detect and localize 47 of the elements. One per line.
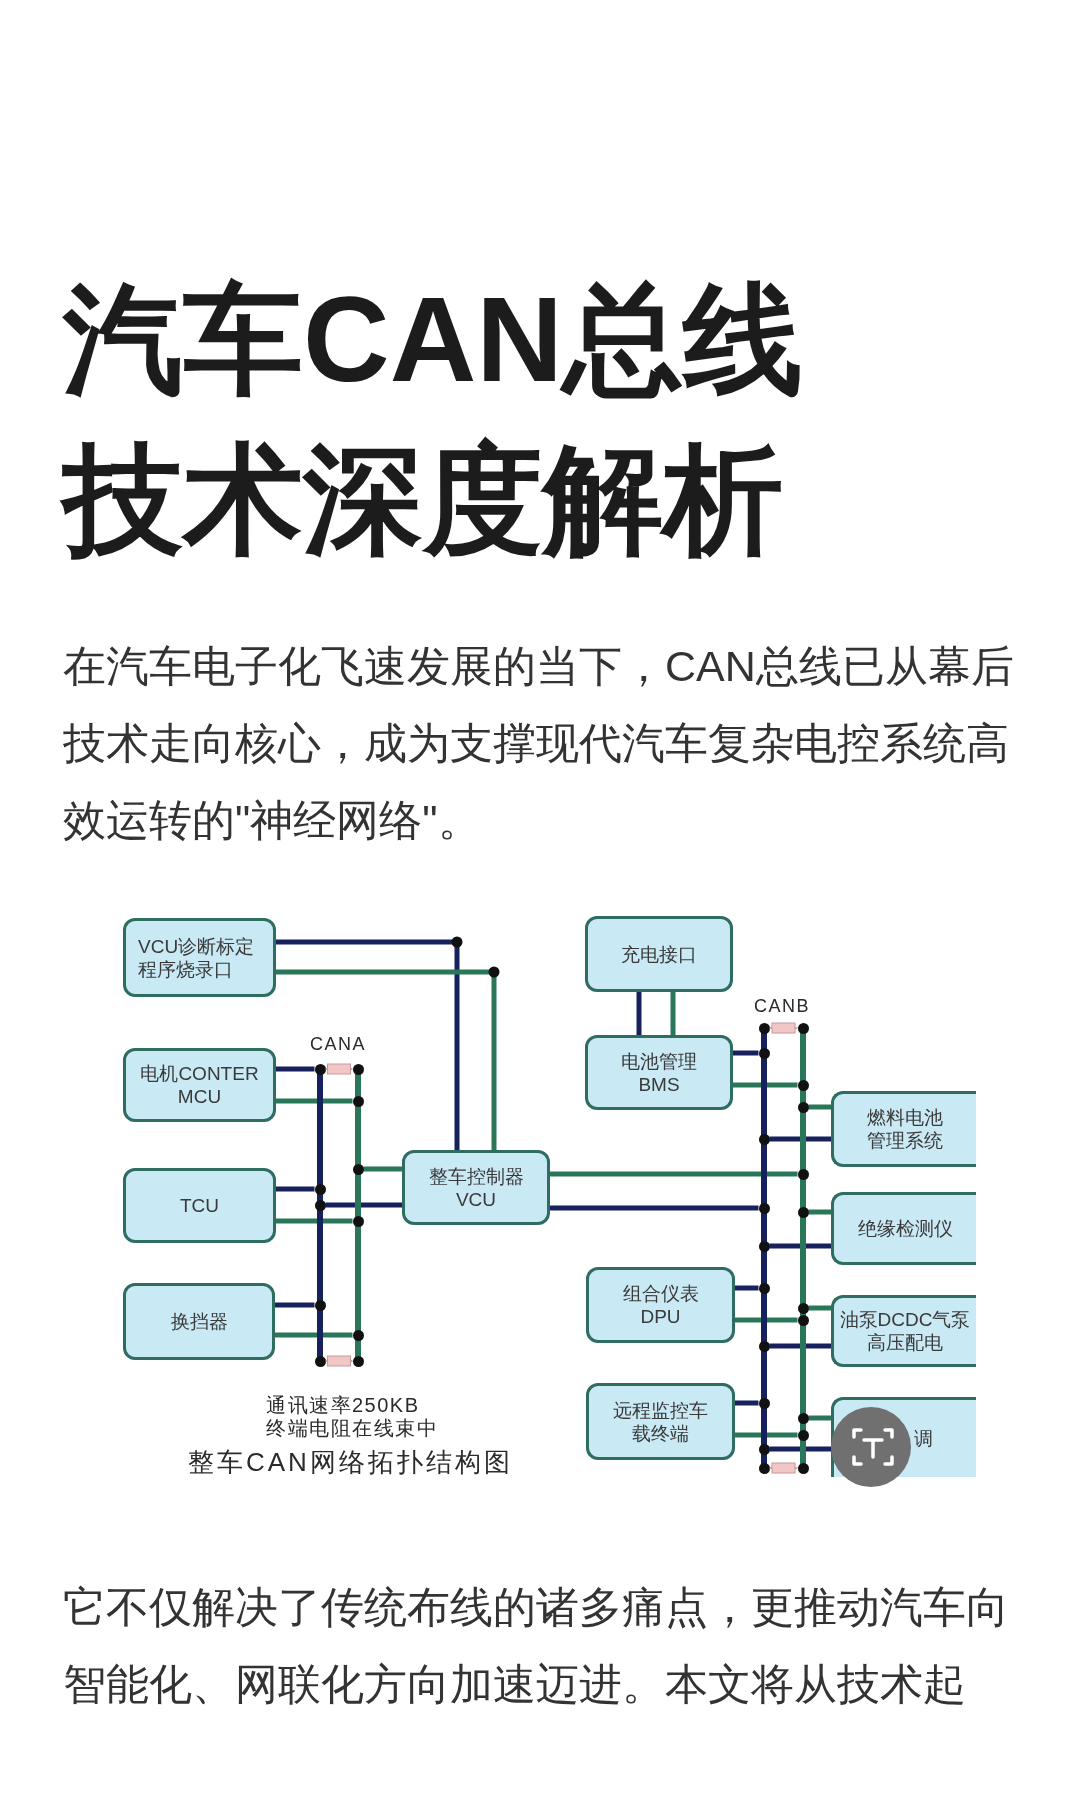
note-text: 终端电阻在线束中 <box>266 1416 438 1440</box>
module-box: 充电接口 <box>585 916 733 992</box>
module-box: TCU <box>123 1168 276 1243</box>
wire <box>735 1432 798 1438</box>
diagram-caption: 整车CAN网络拓扑结构图 <box>188 1447 513 1477</box>
wire <box>275 1302 315 1308</box>
wire <box>276 1186 315 1192</box>
wire <box>733 1082 798 1088</box>
wire <box>769 1136 831 1142</box>
note-text: 通讯速率250KB <box>266 1393 420 1417</box>
wire <box>769 1343 831 1349</box>
wire <box>636 992 642 1035</box>
module-box: 电池管理 BMS <box>585 1035 733 1110</box>
module-box: 换挡器 <box>123 1283 275 1360</box>
wire <box>276 1098 353 1104</box>
paragraph: 它不仅解决了传统布线的诸多痛点，更推动汽车向智能化、网联化方向加速迈进。本文将从技术起 <box>63 1582 1010 1710</box>
module-box: 远程监控车载终端 <box>586 1383 735 1460</box>
bus-label: CANB <box>754 995 810 1017</box>
wire <box>670 992 676 1035</box>
wire <box>735 1317 798 1323</box>
module-box: 整车控制器 VCU <box>402 1150 550 1225</box>
wire <box>276 939 460 1150</box>
module-box: 油泵DCDC气泵高压配电 <box>831 1295 976 1367</box>
wire <box>276 1218 353 1224</box>
wire <box>769 1243 831 1249</box>
wire <box>325 1202 402 1208</box>
wire <box>769 1446 831 1452</box>
wire <box>808 1104 831 1110</box>
wire <box>808 1415 831 1421</box>
wire <box>808 1209 831 1215</box>
wire <box>276 969 497 1150</box>
wire <box>550 1205 759 1211</box>
module-box: 电机CONTER MCU <box>123 1048 276 1122</box>
module-box: 组合仪表 DPU <box>586 1267 735 1343</box>
wire <box>808 1305 831 1311</box>
wire <box>363 1166 402 1172</box>
wire <box>733 1050 759 1056</box>
paragraph: 在汽车电子化飞速发展的当下，CAN总线已从幕后技术走向核心，成为支撑现代汽车复杂电控系统高效运转的"神经网络"。 <box>63 641 1015 846</box>
wire <box>550 1171 798 1177</box>
module-box: VCU诊断标定程序烧录口 <box>123 918 276 997</box>
wire <box>735 1400 759 1406</box>
module-box: 绝缘检测仪 <box>831 1192 976 1265</box>
wire <box>735 1285 759 1291</box>
wire <box>276 1066 315 1072</box>
wire <box>275 1332 353 1338</box>
bus-label: CANA <box>310 1033 366 1055</box>
module-box: 燃料电池管理系统 <box>831 1091 976 1167</box>
